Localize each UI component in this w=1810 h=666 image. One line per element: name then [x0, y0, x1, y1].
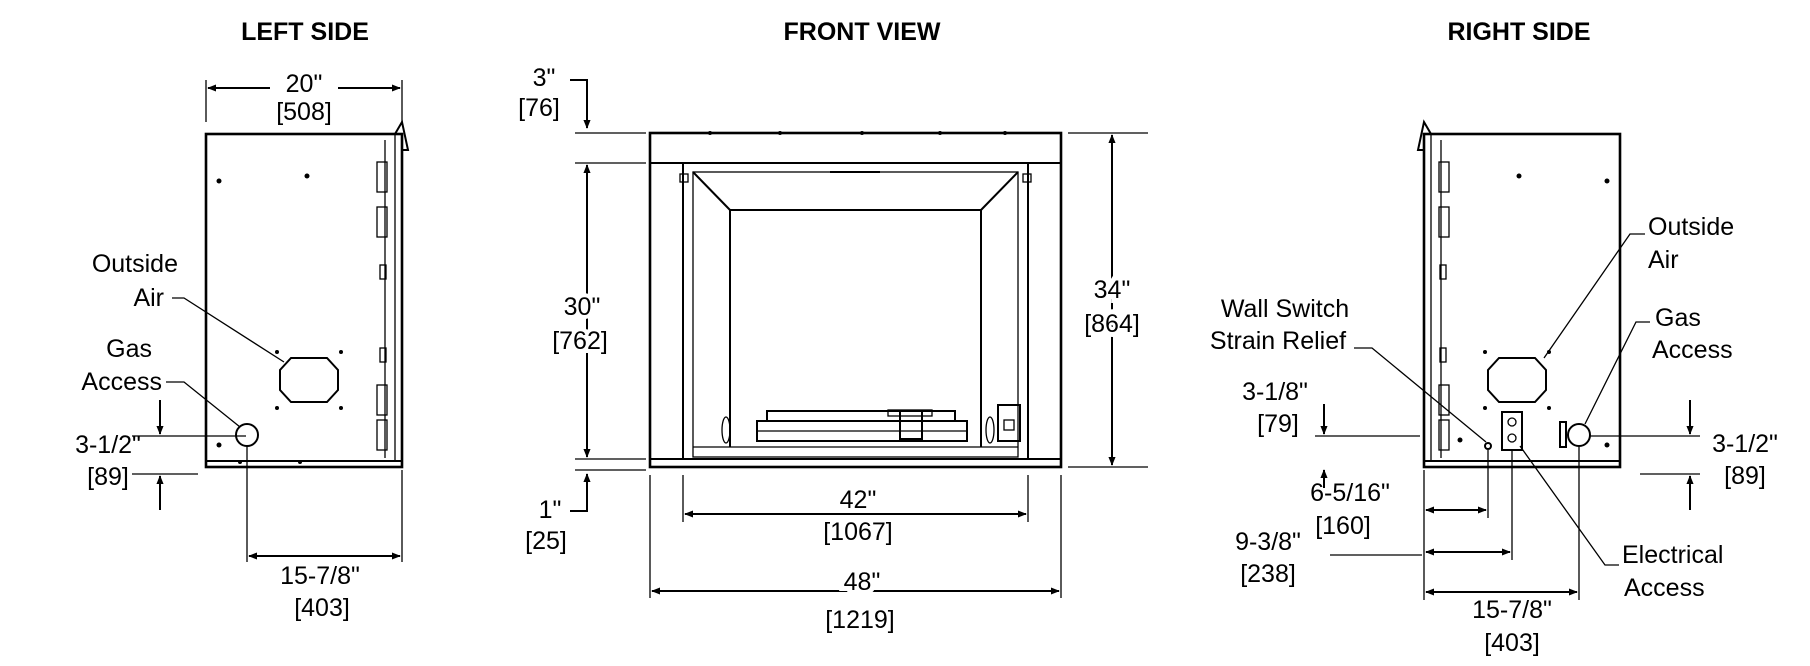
wall-switch-label-2: Strain Relief [1210, 327, 1346, 355]
left-gas-height-mm: [89] [87, 463, 129, 491]
bottom-trim-mm: [25] [525, 527, 567, 555]
left-side-body [204, 119, 410, 469]
left-width-mm: [508] [276, 98, 332, 126]
electrical-access-label: Electrical [1622, 541, 1723, 569]
switch-height-mm: [79] [1257, 410, 1299, 438]
electrical-access-label-2: Access [1624, 574, 1705, 602]
top-trim-inches: 3" [533, 64, 556, 92]
left-side-view: LEFT SIDE [75, 18, 410, 622]
right-gas-offset-inches: 15-7/8" [1472, 596, 1552, 624]
left-outside-air-label: Outside [92, 250, 178, 278]
overall-height-mm: [864] [1084, 310, 1140, 338]
left-width-inches: 20" [286, 70, 323, 98]
front-fireplace-body [648, 131, 1063, 469]
right-outside-air-label: Outside [1648, 213, 1734, 241]
top-trim-mm: [76] [518, 94, 560, 122]
right-gas-access-label: Gas [1655, 304, 1701, 332]
right-gas-access-label-2: Access [1652, 336, 1733, 364]
elec-offset-mm: [238] [1240, 560, 1296, 588]
overall-width-inches: 48" [844, 568, 881, 596]
opening-height-inches: 30" [564, 293, 601, 321]
right-outside-air-label-2: Air [1648, 246, 1679, 274]
elec-offset-inches: 9-3/8" [1235, 528, 1301, 556]
right-side-body [1416, 119, 1622, 469]
front-view: FRONT VIEW [518, 18, 1148, 634]
right-side-title: RIGHT SIDE [1447, 18, 1590, 46]
switch-height-inches: 3-1/8" [1242, 378, 1308, 406]
left-gas-offset-mm: [403] [294, 594, 350, 622]
front-view-title: FRONT VIEW [784, 18, 941, 46]
left-gas-access-label-2: Access [81, 368, 162, 396]
right-gas-offset-mm: [403] [1484, 629, 1540, 657]
opening-width-inches: 42" [840, 486, 877, 514]
right-side-view: RIGHT SIDE [1210, 18, 1778, 657]
wall-switch-label: Wall Switch [1221, 295, 1349, 323]
overall-height-inches: 34" [1094, 276, 1131, 304]
opening-width-mm: [1067] [823, 518, 893, 546]
left-outside-air-label-2: Air [133, 284, 164, 312]
left-side-title: LEFT SIDE [241, 18, 369, 46]
left-outside-air-plate [279, 357, 339, 403]
left-gas-access-label: Gas [106, 335, 152, 363]
switch-offset-mm: [160] [1315, 512, 1371, 540]
right-outside-air-plate [1487, 357, 1547, 403]
right-wall-switch-hole [1484, 442, 1492, 450]
left-gas-height-inches: 3-1/2" [75, 431, 141, 459]
burner-assembly [721, 404, 1021, 444]
right-gas-height-mm: [89] [1724, 462, 1766, 490]
switch-offset-inches: 6-5/16" [1310, 479, 1390, 507]
bottom-trim-inches: 1" [539, 496, 562, 524]
right-gas-height-inches: 3-1/2" [1712, 430, 1778, 458]
overall-width-mm: [1219] [825, 606, 895, 634]
left-gas-offset-inches: 15-7/8" [280, 562, 360, 590]
opening-height-mm: [762] [552, 327, 608, 355]
